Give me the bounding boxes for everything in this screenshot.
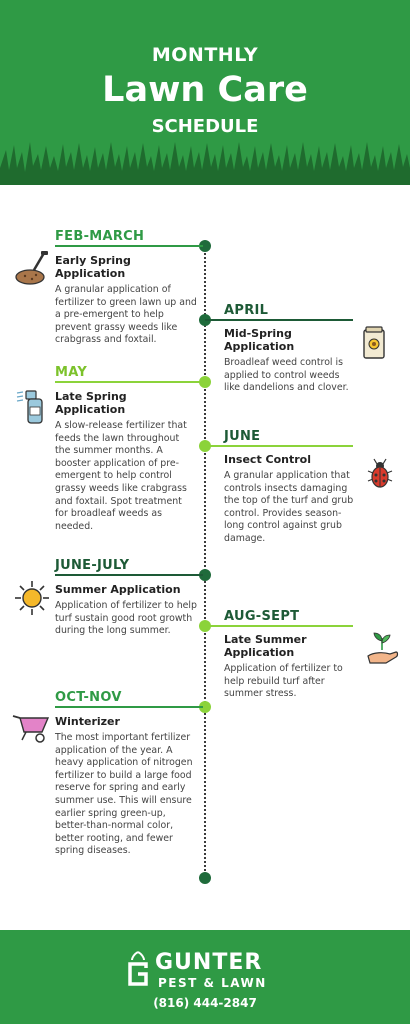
entry-description: The most important fertilizer applicatio… — [55, 732, 193, 857]
timeline-entry: JUNE-JULY Summer Application Application… — [55, 558, 200, 638]
sprout-hand-icon — [367, 632, 399, 664]
timeline-entry: APRIL Mid-Spring Application Broadleaf w… — [224, 303, 354, 395]
footer-banner: GUNTER PEST & LAWN (816) 444-2847 — [0, 930, 410, 1024]
entry-description: Application of fertilizer to help turf s… — [55, 600, 197, 637]
period-label: OCT-NOV — [55, 690, 122, 705]
entry-description: A granular application that controls ins… — [224, 470, 354, 544]
entry-title: Late Summer Application — [224, 633, 307, 659]
entry-title: Mid-Spring Application — [224, 327, 295, 353]
timeline-dot — [199, 701, 211, 713]
period-underline — [55, 706, 203, 708]
entry-title: Summer Application — [55, 583, 181, 596]
timeline-dot — [199, 569, 211, 581]
brand-tagline: PEST & LAWN — [158, 976, 267, 990]
timeline-line — [204, 246, 206, 878]
period-underline — [55, 245, 203, 247]
entry-description: A slow-release fertilizer that feeds the… — [55, 420, 187, 532]
period-underline — [205, 319, 353, 321]
period-label: JUNE — [224, 429, 261, 444]
seed-bag-icon — [363, 326, 385, 359]
period-underline — [205, 625, 353, 627]
entry-description: A granular application of fertilizer to … — [55, 284, 197, 346]
grass-decoration — [0, 142, 410, 185]
timeline-entry: JUNE Insect Control A granular applicati… — [224, 429, 356, 546]
timeline-entry: OCT-NOV Winterizer The most important fe… — [55, 690, 195, 858]
timeline-entry: MAY Late Spring Application A slow-relea… — [55, 365, 195, 533]
entry-description: Broadleaf weed control is applied to con… — [224, 357, 349, 394]
header-banner: MONTHLY Lawn Care SCHEDULE — [0, 0, 410, 185]
period-label: AUG-SEPT — [224, 609, 300, 624]
period-label: APRIL — [224, 303, 269, 318]
timeline-dot — [199, 872, 211, 884]
period-underline — [55, 381, 203, 383]
timeline-entry: AUG-SEPT Late Summer Application Applica… — [224, 609, 374, 701]
wheelbarrow-icon — [12, 715, 50, 743]
header-title: Lawn Care — [102, 70, 308, 110]
brand-name: GUNTER — [155, 950, 263, 975]
period-label: FEB-MARCH — [55, 229, 145, 244]
period-underline — [205, 445, 353, 447]
gunter-logo-icon — [128, 951, 148, 986]
sun-icon — [15, 581, 49, 615]
period-label: JUNE-JULY — [55, 558, 130, 573]
beetle-icon — [367, 458, 393, 488]
timeline-entry: FEB-MARCH Early Spring Application A gra… — [55, 229, 200, 347]
timeline-dot — [199, 376, 211, 388]
entry-title: Insect Control — [224, 453, 312, 466]
phone-number[interactable]: (816) 444-2847 — [153, 996, 257, 1010]
entry-description: Application of fertilizer to help rebuil… — [224, 663, 343, 700]
spray-bottle-icon — [16, 390, 43, 424]
shovel-icon — [15, 251, 48, 285]
period-underline — [55, 574, 203, 576]
entry-title: Late Spring Application — [55, 390, 127, 416]
header-line-monthly: MONTHLY — [151, 44, 259, 66]
period-label: MAY — [55, 365, 88, 380]
header-line-schedule: SCHEDULE — [151, 116, 259, 137]
timeline-dot — [199, 240, 211, 252]
entry-title: Early Spring Application — [55, 254, 131, 280]
entry-title: Winterizer — [55, 715, 120, 728]
